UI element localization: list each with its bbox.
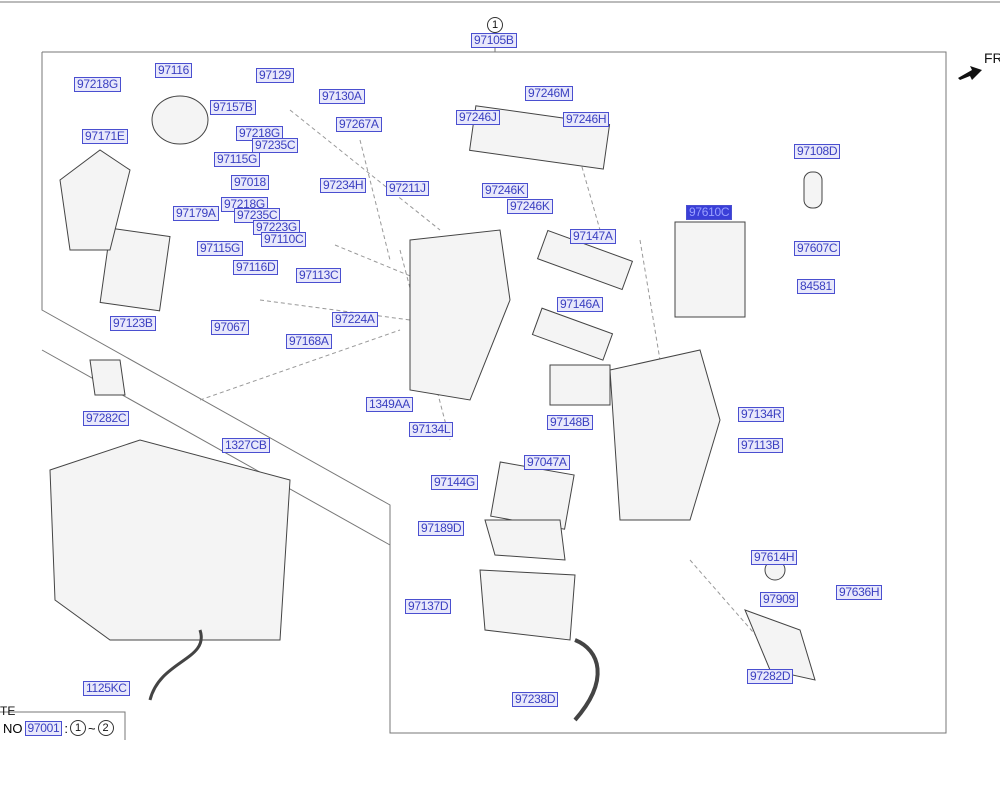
- part-label[interactable]: 1327CB: [222, 438, 270, 453]
- part-label[interactable]: 97113B: [738, 438, 783, 453]
- part-label-assembly[interactable]: 97105B: [471, 33, 517, 48]
- part-label[interactable]: 97234H: [320, 178, 367, 193]
- part-label[interactable]: 97909: [760, 592, 798, 607]
- part-label[interactable]: 97047A: [524, 455, 570, 470]
- note-to-circle: 2: [97, 720, 114, 736]
- front-arrow-icon: [958, 66, 982, 80]
- part-label[interactable]: 1349AA: [366, 397, 413, 412]
- part-label[interactable]: 97134R: [738, 407, 785, 422]
- part-label[interactable]: 97218G: [74, 77, 121, 92]
- part-label[interactable]: 97235C: [252, 138, 299, 153]
- part-label[interactable]: 97146A: [557, 297, 603, 312]
- part-label[interactable]: 97238D: [512, 692, 559, 707]
- part-label[interactable]: 97123B: [110, 316, 156, 331]
- part-label[interactable]: 97267A: [336, 117, 382, 132]
- part-label[interactable]: 97067: [211, 320, 249, 335]
- note-sep: :: [64, 720, 68, 736]
- note-from-circle: 1: [70, 720, 86, 736]
- part-label[interactable]: 97129: [256, 68, 294, 83]
- part-label[interactable]: 97607C: [794, 241, 841, 256]
- part-label[interactable]: 97113C: [296, 268, 342, 283]
- part-label[interactable]: 97018: [231, 175, 269, 190]
- part-label[interactable]: 97282C: [83, 411, 130, 426]
- blower-motor: [151, 95, 209, 145]
- part-label[interactable]: 97224A: [332, 312, 378, 327]
- part-label[interactable]: 97168A: [286, 334, 332, 349]
- part-label[interactable]: 1125KC: [83, 681, 130, 696]
- part-label[interactable]: 97614H: [751, 550, 798, 565]
- part-label[interactable]: 97246H: [563, 112, 610, 127]
- note-prefix: NO: [3, 720, 23, 736]
- part-label[interactable]: 97130A: [319, 89, 365, 104]
- note-title: TE: [0, 704, 16, 718]
- part-label[interactable]: 97137D: [405, 599, 452, 614]
- part-label[interactable]: 97116: [155, 63, 192, 78]
- part-label[interactable]: 97179A: [173, 206, 219, 221]
- part-label[interactable]: 97157B: [210, 100, 256, 115]
- part-label[interactable]: 84581: [797, 279, 835, 294]
- note-part-label[interactable]: 97001: [24, 720, 63, 736]
- part-label[interactable]: 97246K: [482, 183, 528, 198]
- part-label[interactable]: 97218G: [221, 197, 268, 212]
- part-label[interactable]: 97148B: [547, 415, 593, 430]
- part-label[interactable]: 97134L: [409, 422, 454, 437]
- part-label[interactable]: 97636H: [836, 585, 883, 600]
- part-label[interactable]: 97115G: [214, 152, 261, 167]
- part-label[interactable]: 97282D: [747, 669, 794, 684]
- note-tilde: ~: [88, 720, 96, 736]
- part-label[interactable]: 97115G: [197, 241, 244, 256]
- note-row: NO 97001 : 1 ~ 2: [3, 720, 114, 736]
- part-label[interactable]: 97144G: [431, 475, 478, 490]
- part-label[interactable]: 97246M: [525, 86, 573, 101]
- part-label[interactable]: 97211J: [386, 181, 429, 196]
- part-label[interactable]: 97246J: [456, 110, 500, 125]
- part-label[interactable]: 97147A: [570, 229, 616, 244]
- part-label[interactable]: 97108D: [794, 144, 841, 159]
- part-label[interactable]: 97223G: [253, 220, 300, 235]
- part-label[interactable]: 97110C: [261, 232, 307, 247]
- part-label[interactable]: 97246K: [507, 199, 553, 214]
- front-indicator: FR: [984, 50, 1000, 66]
- part-label[interactable]: 97610C: [686, 205, 733, 220]
- part-label[interactable]: 97235C: [234, 208, 281, 223]
- assembly-circle: 1: [487, 17, 503, 33]
- part-label[interactable]: 97218G: [236, 126, 283, 141]
- part-label[interactable]: 97171E: [82, 129, 128, 144]
- part-label[interactable]: 97116D: [233, 260, 279, 275]
- part-label[interactable]: 97189D: [418, 521, 465, 536]
